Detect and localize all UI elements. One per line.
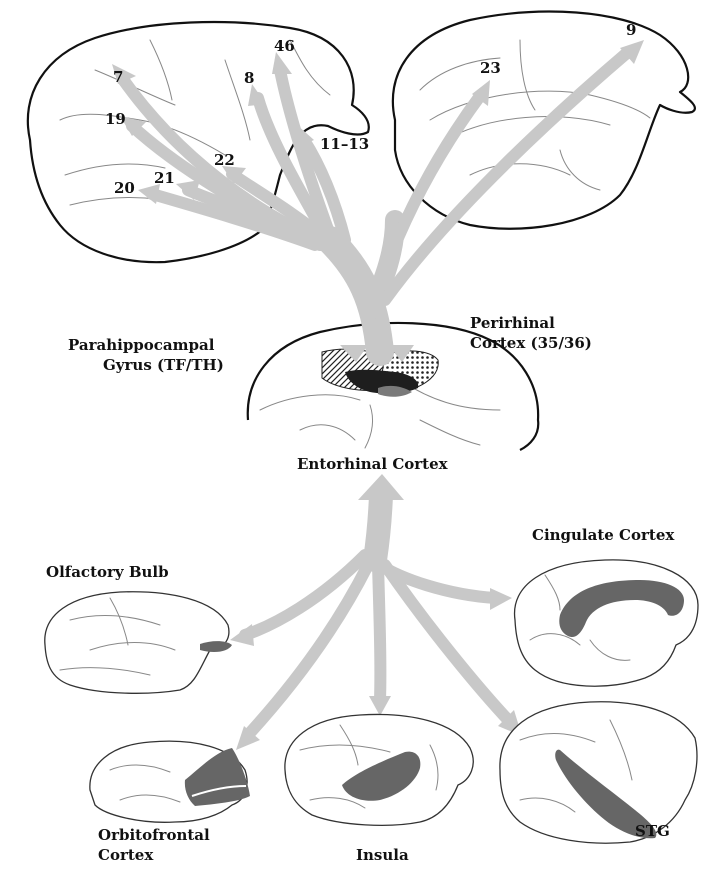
medial-brain-icon xyxy=(515,560,698,686)
area-label-11-13: 11–13 xyxy=(320,136,369,152)
area-label-8: 8 xyxy=(244,70,254,86)
cingulate-cortex-label: Cingulate Cortex xyxy=(532,526,674,544)
pathway-arrow-icon xyxy=(230,474,522,750)
area-label-21: 21 xyxy=(154,170,175,186)
area-label-23: 23 xyxy=(480,60,501,76)
insula-label: Insula xyxy=(356,846,409,864)
area-label-19: 19 xyxy=(105,111,126,127)
parahippocampal-label-line2: Gyrus (TF/TH) xyxy=(103,356,224,374)
orbitofrontal-label-line1: Orbitofrontal xyxy=(98,826,210,844)
area-label-9: 9 xyxy=(626,22,636,38)
orbitofrontal-label-line2: Cortex xyxy=(98,846,153,864)
area-label-22: 22 xyxy=(214,152,235,168)
area-label-20: 20 xyxy=(114,180,135,196)
perirhinal-label-line2: Cortex (35/36) xyxy=(470,334,592,352)
perirhinal-label-line1: Perirhinal xyxy=(470,314,555,332)
lateral-brain-icon xyxy=(285,714,473,825)
lateral-brain-icon xyxy=(90,741,250,822)
olfactory-bulb-label: Olfactory Bulb xyxy=(46,563,169,581)
area-label-7: 7 xyxy=(113,69,123,85)
parahippocampal-label-line1: Parahippocampal xyxy=(68,336,214,354)
area-label-46: 46 xyxy=(274,38,295,54)
lateral-brain-icon xyxy=(45,592,232,694)
stg-label: STG xyxy=(635,822,670,840)
entorhinal-label: Entorhinal Cortex xyxy=(297,455,448,473)
